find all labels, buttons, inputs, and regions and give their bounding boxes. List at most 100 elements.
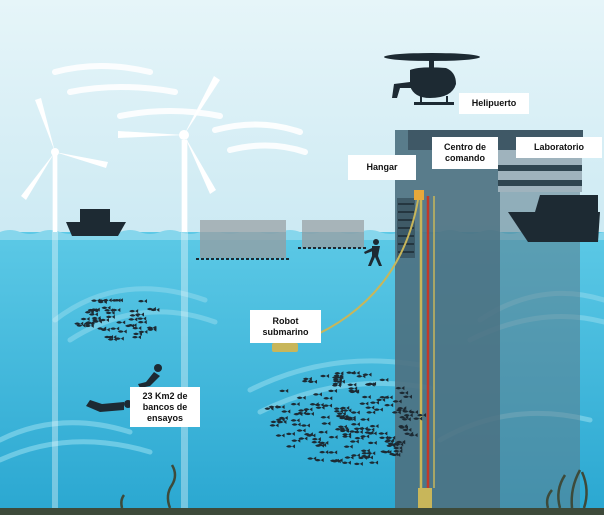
fish-icon: [306, 433, 316, 438]
fish-icon: [393, 446, 403, 451]
fish-icon: [279, 388, 289, 393]
fish-icon: [337, 424, 347, 429]
fish-icon: [339, 415, 349, 420]
fish-icon: [349, 429, 359, 434]
label-bancos-de-ensayo: 23 Km2 de bancos de ensayos: [130, 387, 200, 427]
wind-turbine-center: [118, 76, 220, 515]
fish-icon: [80, 316, 90, 321]
fish-school-left: [74, 298, 160, 342]
fish-icon: [286, 444, 296, 449]
fish-icon: [361, 394, 371, 399]
fish-icon: [275, 417, 285, 422]
fish-icon: [290, 402, 300, 407]
fish-icon: [300, 423, 310, 428]
fish-icon: [384, 403, 394, 408]
fish-icon: [356, 374, 366, 379]
fish-icon: [293, 412, 303, 417]
fish-icon: [386, 435, 396, 440]
fish-icon: [268, 404, 278, 409]
fish-icon: [353, 461, 363, 466]
fish-icon: [373, 407, 383, 412]
seabed: [0, 508, 604, 515]
fish-icon: [104, 308, 114, 313]
fish-icon: [331, 383, 341, 388]
fish-icon: [391, 452, 401, 457]
fish-icon: [277, 420, 287, 425]
robot-submarino-icon: [272, 343, 298, 352]
fish-icon: [101, 305, 111, 310]
fish-icon: [88, 312, 98, 317]
fish-icon: [85, 320, 95, 325]
fish-icon: [402, 394, 412, 399]
fish-icon: [334, 427, 344, 432]
fish-icon: [107, 335, 117, 340]
fish-icon: [393, 449, 403, 454]
fish-icon: [117, 329, 127, 334]
fish-icon: [342, 408, 352, 413]
fish-icon: [315, 405, 325, 410]
fish-icon: [301, 379, 311, 384]
fish-icon: [275, 433, 285, 438]
fish-icon: [409, 410, 419, 415]
fish-icon: [396, 440, 406, 445]
fish-icon: [388, 442, 398, 447]
wind-turbine-left: [21, 98, 108, 515]
fish-icon: [87, 308, 97, 313]
diver-surface: [364, 239, 382, 266]
fish-icon: [269, 423, 279, 428]
fish-icon: [128, 317, 138, 322]
fish-icon: [379, 435, 389, 440]
fish-icon: [320, 415, 330, 420]
fish-icon: [399, 415, 409, 420]
fish-icon: [360, 417, 370, 422]
fish-icon: [360, 434, 370, 439]
fish-icon: [309, 402, 319, 407]
fish-icon: [303, 407, 313, 412]
fish-icon: [125, 323, 135, 328]
fish-icon: [275, 405, 285, 410]
fish-icon: [278, 416, 288, 421]
fish-icon: [366, 451, 376, 456]
fish-icon: [350, 453, 360, 458]
fish-icon: [347, 382, 357, 387]
fish-icon: [134, 312, 144, 317]
fish-icon: [332, 375, 342, 380]
fish-icon: [111, 298, 121, 303]
fish-icon: [304, 411, 314, 416]
fish-icon: [91, 298, 101, 303]
fish-icon: [74, 321, 84, 326]
fish-icon: [328, 450, 338, 455]
fish-icon: [311, 437, 321, 442]
fish-icon: [350, 422, 360, 427]
fish-icon: [320, 373, 330, 378]
fish-icon: [84, 310, 94, 315]
fish-icon: [328, 388, 338, 393]
robot-umbilical: [304, 199, 419, 341]
fish-icon: [369, 424, 379, 429]
fish-icon: [366, 410, 376, 415]
boat-left: [66, 209, 126, 236]
fish-icon: [408, 433, 418, 438]
fish-icon: [369, 460, 379, 465]
label-helipuerto: Helipuerto: [459, 93, 529, 114]
fish-icon: [367, 440, 377, 445]
fish-icon: [360, 448, 370, 453]
fish-icon: [146, 306, 156, 311]
fish-icon: [296, 395, 306, 400]
fish-icon: [386, 443, 396, 448]
fish-icon: [290, 418, 300, 423]
fish-icon: [369, 400, 379, 405]
fish-icon: [359, 401, 369, 406]
diver-1: [138, 364, 162, 388]
fish-icon: [385, 438, 395, 443]
fish-icon: [336, 411, 346, 416]
fish-icon: [343, 444, 353, 449]
fish-icon: [391, 410, 401, 415]
fish-icon: [401, 417, 411, 422]
fish-icon: [354, 436, 364, 441]
fish-icon: [137, 320, 147, 325]
fish-icon: [303, 432, 313, 437]
fish-icon: [364, 430, 374, 435]
fish-icon: [353, 430, 363, 435]
fish-icon: [131, 335, 141, 340]
